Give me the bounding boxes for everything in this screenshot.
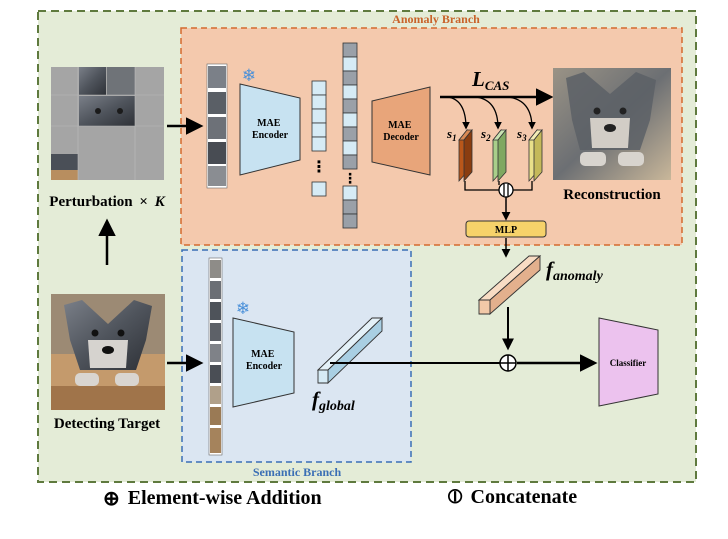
full-token-column [342,42,358,229]
semantic-encoder-label: MAE Encoder [246,349,283,372]
semantic-patch-strip [208,257,223,456]
score-block-s1 [458,128,473,183]
score-arrow-3 [507,96,536,130]
anomaly-mae-encoder [239,83,301,176]
perturbation-label: Perturbation × K [49,194,165,210]
anomaly-feature-vector [477,255,542,315]
global-feature-label: fglobal [312,387,355,414]
semantic-branch-title: Semantic Branch [253,465,342,479]
concat-symbol-icon [498,182,514,198]
reconstruction-image [553,68,671,180]
addition-legend-icon: ⊕ [103,488,120,510]
detecting-target-image [51,294,165,410]
anomaly-feature-label: fanomaly [546,257,604,284]
decoder-label: MAE Decoder [383,120,419,143]
classifier [598,317,659,407]
anomaly-patch-strip [206,63,228,189]
loss-cas-label: LCAS [471,67,509,93]
token-ellipsis: ⋮ [343,171,357,187]
frozen-snowflake-icon: ❄ [242,66,256,86]
concatenate-legend-icon: ⦶ [448,486,463,508]
score-arrow-2 [475,96,502,130]
mae-decoder [371,86,431,176]
legend-addition: ⊕ Element-wise Addition [103,486,322,511]
score-arrow-1 [447,96,470,130]
score-label-s3: s3 [516,126,527,143]
anomaly-encoder-label: MAE Encoder [252,118,289,141]
perturbed-image [51,67,164,180]
addition-legend-text: Element-wise Addition [127,487,322,509]
addition-symbol-icon [499,354,517,372]
mlp-label: MLP [495,225,517,236]
score-block-s2 [492,128,507,183]
anomaly-branch-title: Anomaly Branch [392,12,480,26]
mlp-block [465,220,547,238]
legend-concatenate: ⦶ Concatenate [448,486,577,509]
score-block-s3 [528,128,543,183]
frozen-snowflake-icon: ❄ [236,299,250,319]
semantic-mae-encoder [232,317,295,408]
classifier-label: Classifier [610,358,647,368]
score-label-s1: s1 [446,126,457,143]
token-ellipsis: ⋮ [311,157,327,176]
global-feature-vector [316,316,384,385]
detecting-target-label: Detecting Target [54,416,160,432]
score-label-s2: s2 [480,126,491,143]
encoded-token-column [311,80,327,197]
concatenate-legend-text: Concatenate [470,486,578,508]
reconstruction-label: Reconstruction [563,187,661,203]
